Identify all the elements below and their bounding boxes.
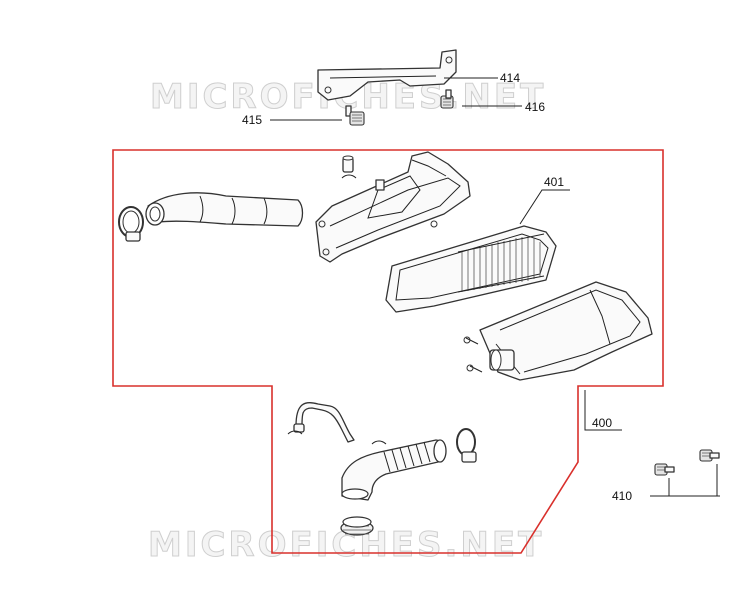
callout-410: 410 — [612, 489, 632, 503]
hose-clamp-left — [118, 206, 144, 242]
leader-400 — [584, 390, 622, 431]
small-clips — [287, 430, 387, 445]
hose-clamp-right — [456, 428, 477, 463]
bolt-410-b — [699, 449, 720, 462]
bolt-415 — [345, 105, 365, 126]
lower-intake-duct — [341, 439, 447, 501]
callout-401: 401 — [544, 175, 564, 189]
leader-410 — [650, 464, 720, 497]
intake-hose — [145, 192, 304, 227]
callout-415: 415 — [242, 113, 262, 127]
filter-pleats — [457, 233, 545, 293]
air-filter-element — [385, 225, 557, 313]
bolt-410-a — [654, 463, 675, 476]
leader-401 — [519, 189, 570, 225]
snorkel-outlet — [489, 349, 515, 371]
breather-cap — [341, 155, 357, 179]
assembly-boundary — [112, 149, 664, 554]
duct-ring — [340, 516, 374, 536]
bolt-416 — [440, 89, 454, 109]
airbox-cover — [315, 151, 471, 263]
callout-414: 414 — [500, 71, 520, 85]
mounting-bracket — [317, 49, 457, 101]
callout-400: 400 — [592, 416, 612, 430]
airbox-case — [463, 281, 653, 381]
callout-416: 416 — [525, 100, 545, 114]
drain-strap — [293, 402, 355, 443]
